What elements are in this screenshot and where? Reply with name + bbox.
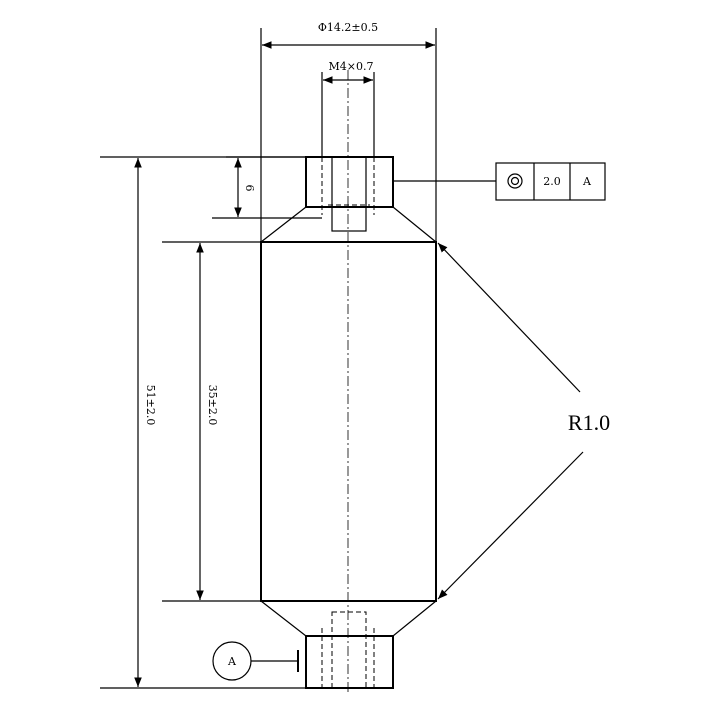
top-thread-hole [331, 156, 367, 232]
main-body [260, 241, 437, 602]
bottom-taper [260, 600, 437, 637]
diameter-dimension: Φ14.2±0.5 [318, 21, 378, 34]
top-taper [260, 206, 437, 243]
top-stud [305, 156, 394, 208]
bottom-stud [305, 635, 394, 689]
thread-dimension: M4×0.7 [329, 60, 374, 73]
overall-length-dimension: 51±2.0 [144, 385, 157, 426]
bottom-thread-hole [331, 611, 367, 689]
datum-symbol: A [212, 641, 299, 681]
thread-depth-dimension: 6 [243, 185, 256, 192]
fcf-datum: A [582, 175, 592, 188]
concentricity-icon [507, 173, 523, 189]
radius-callout: R1.0 [568, 410, 610, 435]
fcf-tolerance: 2.0 [543, 175, 561, 188]
feature-control-frame: 2.0 A [495, 162, 606, 201]
datum-label: A [227, 655, 237, 668]
body-length-dimension: 35±2.0 [206, 385, 219, 426]
